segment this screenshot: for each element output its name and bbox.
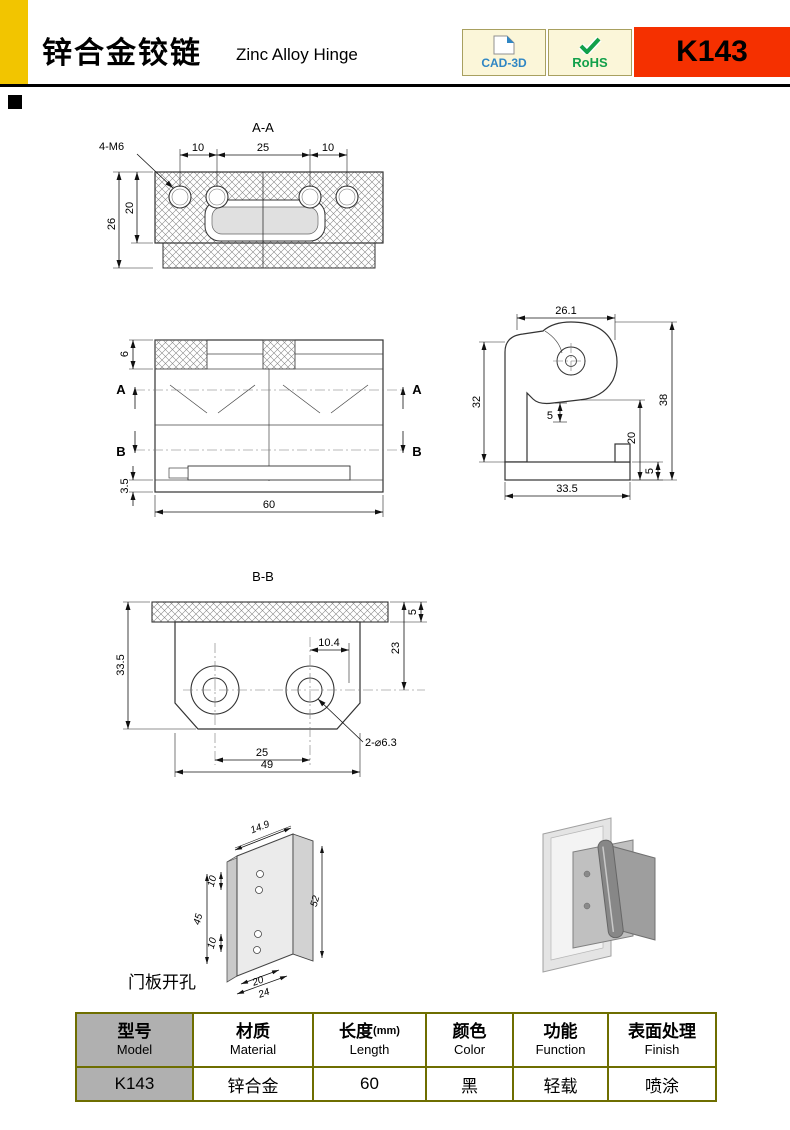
model-code: K143 [676, 35, 748, 68]
side-view-drawing: 26.1 32 38 20 5 33.5 5 [471, 305, 677, 500]
spec-header-color: 颜色 Color [425, 1012, 514, 1068]
header-en: Material [229, 1042, 277, 1058]
front-view-drawing: A A B B 6 3.5 60 [116, 339, 422, 517]
dim-20: 20 [124, 202, 136, 214]
cad-file-icon [493, 35, 515, 55]
section-b-left: B [116, 444, 125, 459]
dim-6: 6 [119, 351, 131, 357]
dim-2d6p3: 2-⌀6.3 [365, 737, 397, 749]
section-aa-drawing: A-A 10 25 10 4-M6 [99, 120, 384, 269]
spec-header-length: 长度(mm) Length [312, 1012, 427, 1068]
page-title-cn: 锌合金铰链 [42, 37, 202, 70]
cutout-dimensions: 14.9 52 10 45 10 20 24 [192, 819, 324, 1000]
spec-cell-model: K143 [75, 1066, 194, 1102]
cutout-caption: 门板开孔 [128, 973, 196, 992]
hinge-side-part [504, 321, 631, 481]
dim-52: 52 [309, 894, 323, 908]
header-cn: 颜色 [452, 1022, 487, 1041]
dim-24-cutout: 24 [256, 986, 272, 1000]
hinge-3d-render [542, 817, 656, 973]
header-cn: 功能 [543, 1022, 578, 1041]
dim-23: 23 [390, 642, 402, 654]
section-a-right: A [412, 382, 422, 397]
rohs-badge: RoHS [548, 29, 632, 76]
spec-cell-length: 60 [312, 1066, 427, 1102]
rohs-badge-label: RoHS [572, 54, 608, 70]
dim-60: 60 [263, 499, 275, 511]
spec-header-material: 材质 Material [192, 1012, 314, 1068]
cad-3d-badge: CAD-3D [462, 29, 546, 76]
dim-32: 32 [471, 396, 483, 408]
dim-10-b: 10 [206, 936, 220, 950]
section-aa-label: A-A [252, 120, 274, 135]
header-en: Length [349, 1042, 390, 1058]
hinge-top-section-part [154, 171, 384, 269]
spec-cell-material: 锌合金 [192, 1066, 314, 1102]
side-view-dimensions: 26.1 32 38 20 5 33.5 5 [471, 305, 677, 500]
dim-3p5: 3.5 [119, 478, 131, 493]
header-cn: 材质 [236, 1022, 270, 1041]
dim-10-left: 10 [192, 142, 204, 154]
dim-33p5: 33.5 [115, 654, 127, 675]
dim-33p5-side: 33.5 [556, 483, 577, 495]
spec-header-function: 功能 Function [512, 1012, 609, 1068]
section-cut-marks: A A B B [116, 382, 422, 459]
spec-row: K143 锌合金 60 黑 轻载 喷涂 [75, 1066, 717, 1102]
header-cn: 表面处理 [628, 1022, 696, 1041]
dim-5-foot: 5 [644, 468, 656, 474]
dim-45: 45 [192, 912, 206, 926]
dim-26p1: 26.1 [555, 305, 576, 317]
render-hinge-body [572, 839, 656, 949]
spec-table-wrap: 型号 Model 材质 Material 长度(mm) Length 颜色 Co… [75, 1012, 717, 1102]
header-en: Finish [644, 1042, 680, 1058]
door-cutout-drawing: 14.9 52 10 45 10 20 24 [192, 819, 324, 1000]
header-cn: 长度 [339, 1022, 374, 1041]
page-title-en: Zinc Alloy Hinge [236, 45, 358, 64]
dim-4m6: 4-M6 [99, 141, 124, 153]
spec-cell-function: 轻载 [512, 1066, 609, 1102]
rohs-check-icon [578, 36, 602, 54]
spec-cell-color: 黑 [425, 1066, 514, 1102]
accent-bar [0, 0, 28, 84]
dim-38: 38 [658, 394, 670, 406]
dim-10-a: 10 [206, 874, 220, 888]
dim-10p4: 10.4 [318, 637, 339, 649]
section-marker-square [8, 95, 22, 109]
header-cn: 型号 [117, 1022, 152, 1041]
dim-20-side: 20 [626, 432, 638, 444]
header-en: Function [535, 1042, 586, 1058]
hinge-front-part [154, 339, 384, 493]
header-unit: (mm) [373, 1025, 400, 1037]
dim-14p9: 14.9 [249, 819, 272, 836]
spec-header-model: 型号 Model [75, 1012, 194, 1068]
model-code-box: K143 [634, 27, 790, 77]
header-divider [0, 84, 790, 87]
cad-badge-label: CAD-3D [481, 56, 527, 70]
section-bb-label: B-B [252, 569, 274, 584]
cutout-panel [226, 833, 314, 983]
dim-49: 49 [261, 759, 273, 771]
spec-cell-finish: 喷涂 [607, 1066, 717, 1102]
header-en: Color [453, 1042, 486, 1058]
section-bb-drawing: B-B 5 23 10.4 33.5 [115, 569, 427, 777]
section-bb-dimensions: 5 23 10.4 33.5 25 49 2-⌀6.3 [115, 601, 427, 777]
dim-25-span: 25 [256, 747, 268, 759]
spec-table: 型号 Model 材质 Material 长度(mm) Length 颜色 Co… [75, 1012, 717, 1102]
dim-5-flange: 5 [407, 609, 419, 615]
spec-header-finish: 表面处理 Finish [607, 1012, 717, 1068]
dim-26: 26 [106, 218, 118, 230]
header-en: Model [116, 1042, 153, 1058]
dim-25: 25 [257, 142, 269, 154]
dim-10-right: 10 [322, 142, 334, 154]
section-b-right: B [412, 444, 421, 459]
front-view-dimensions: 6 3.5 60 [119, 339, 384, 517]
section-aa-dimensions: 10 25 10 4-M6 26 20 [99, 141, 348, 269]
dim-5-gap: 5 [547, 410, 553, 422]
section-a-left: A [116, 382, 126, 397]
